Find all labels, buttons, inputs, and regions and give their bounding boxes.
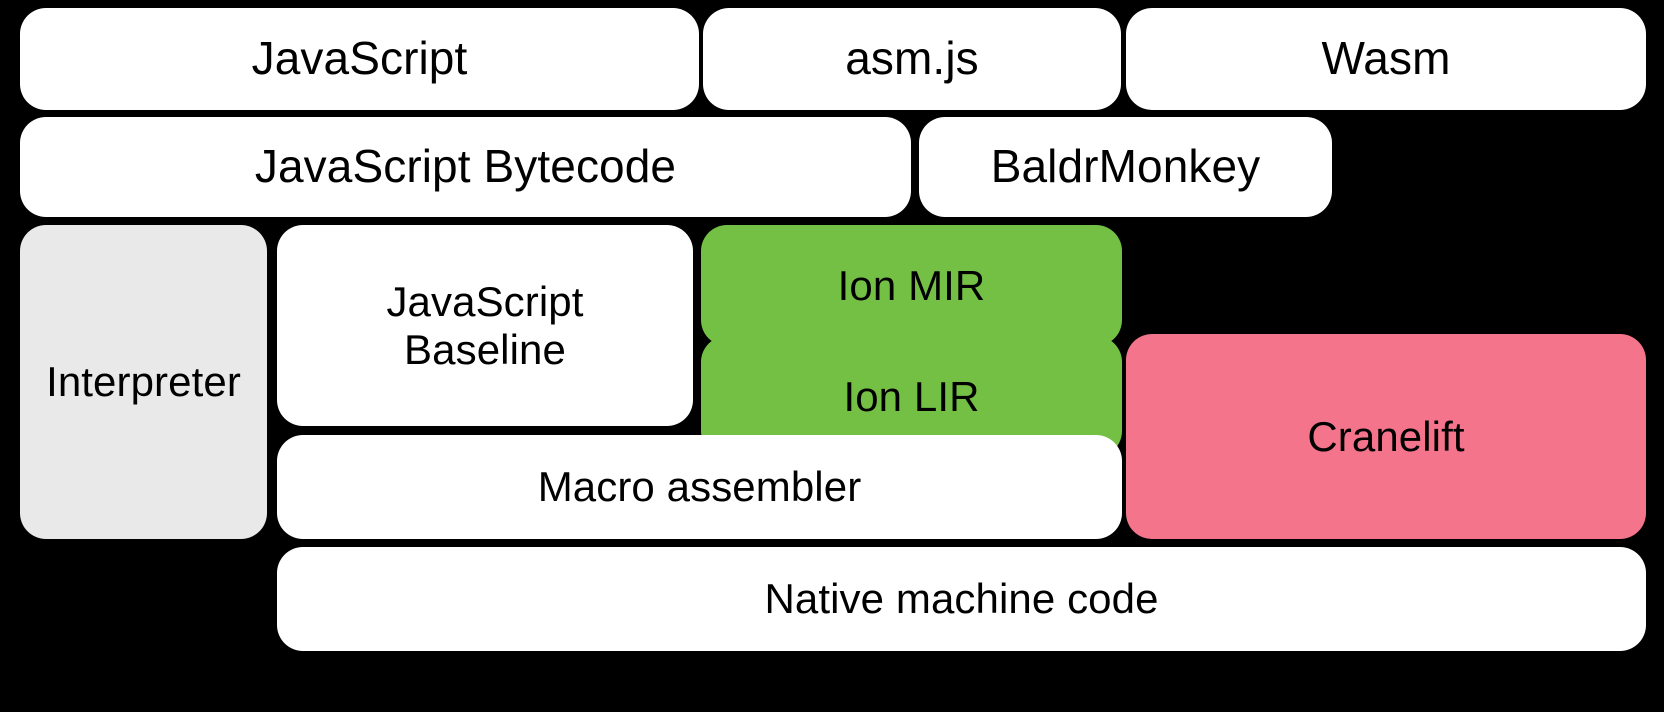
node-javascript-bytecode: JavaScript Bytecode (20, 117, 911, 217)
node-interpreter: Interpreter (20, 225, 267, 539)
node-javascript-baseline: JavaScript Baseline (277, 225, 693, 426)
node-macro-assembler: Macro assembler (277, 435, 1122, 539)
node-ion-mir: Ion MIR (701, 225, 1122, 346)
node-javascript: JavaScript (20, 8, 699, 110)
node-baldrmonkey: BaldrMonkey (919, 117, 1332, 217)
node-native-machine-code: Native machine code (277, 547, 1646, 651)
node-asmjs: asm.js (703, 8, 1121, 110)
node-cranelift: Cranelift (1126, 334, 1646, 539)
node-wasm: Wasm (1126, 8, 1646, 110)
